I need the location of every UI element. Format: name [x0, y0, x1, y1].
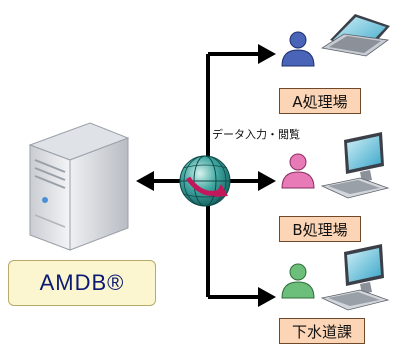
- server-icon: [28, 122, 130, 251]
- globe-icon: [179, 155, 231, 207]
- desktop-computer-c-icon: [320, 244, 390, 311]
- arrowhead-c: [258, 287, 276, 307]
- site-a-label: A処理場: [279, 88, 361, 114]
- user-b-icon: [281, 153, 315, 189]
- site-c-label: 下水道課: [279, 318, 365, 344]
- arrowheads: [136, 44, 276, 307]
- arrowhead-b: [258, 171, 276, 191]
- desktop-computer-b-icon: [320, 132, 390, 199]
- network-caption: データ入力・閲覧: [212, 128, 300, 141]
- site-b-label: B処理場: [279, 216, 361, 242]
- arrowhead-left: [136, 171, 154, 191]
- user-c-icon: [281, 263, 315, 299]
- laptop-icon: [320, 14, 390, 57]
- arrowhead-a: [258, 44, 276, 64]
- server-label: AMDB®: [8, 260, 156, 306]
- user-a-icon: [281, 31, 315, 67]
